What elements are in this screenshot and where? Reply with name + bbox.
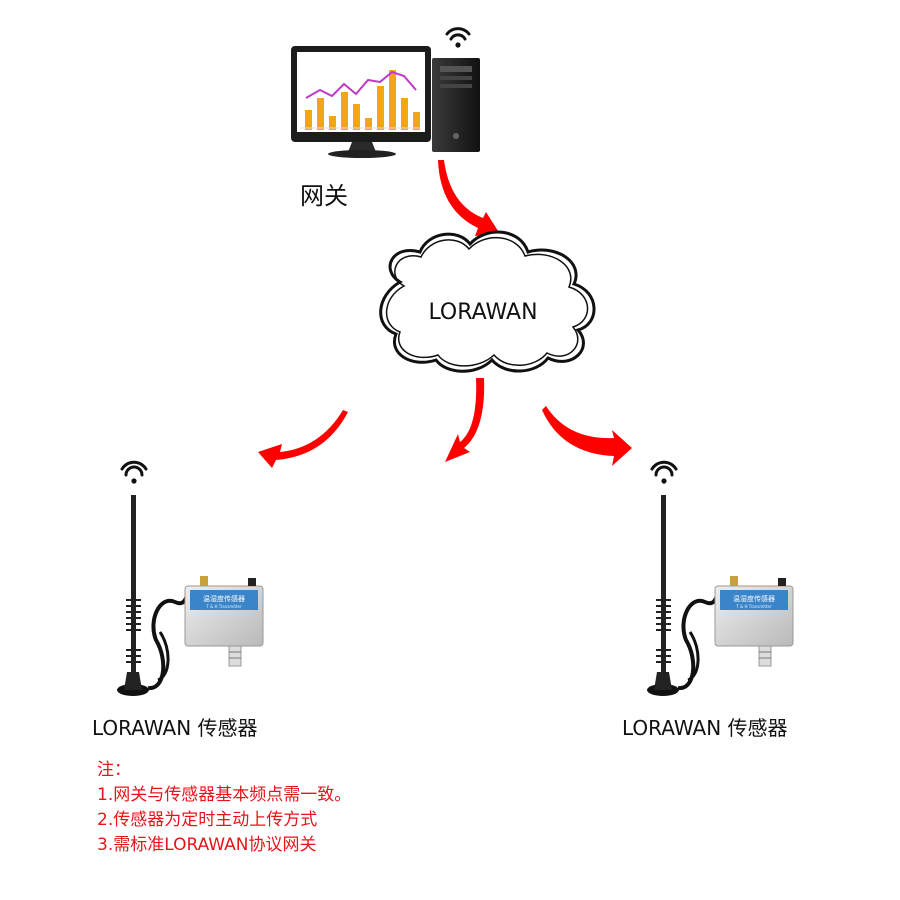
sensor-left-label: LORAWAN 传感器 bbox=[92, 716, 258, 740]
screen-chart bbox=[300, 70, 420, 130]
sensor-right-wifi-icon bbox=[650, 460, 678, 484]
sensor-left-wifi-icon bbox=[120, 460, 148, 484]
sensor-left-device-text: 温湿度传感器 bbox=[203, 594, 245, 603]
sensor-right-device: 温湿度传感器 T & H Transmitter bbox=[647, 460, 794, 696]
cloud-label: LORAWAN bbox=[428, 300, 538, 325]
note-line-1: 1.网关与传感器基本频点需一致。 bbox=[97, 785, 352, 805]
cloud-icon bbox=[379, 230, 596, 373]
cloud-label-wrap: LORAWAN bbox=[388, 300, 578, 330]
arrows bbox=[258, 160, 632, 468]
arrow-cloud-to-right-sensor bbox=[542, 406, 632, 466]
arrow-cloud-to-middle bbox=[445, 378, 485, 462]
arrow-gateway-to-cloud bbox=[438, 160, 500, 236]
gateway-label: 网关 bbox=[300, 182, 348, 210]
gateway-computer bbox=[291, 27, 480, 158]
notes-title: 注： bbox=[97, 760, 131, 780]
sensor-left-device-subtext: T & H Transmitter bbox=[205, 604, 242, 609]
sensor-left-device: 温湿度传感器 T & H Transmitter bbox=[117, 460, 264, 696]
notes-block: 注： 1.网关与传感器基本频点需一致。 2.传感器为定时主动上传方式 3.需标准… bbox=[97, 758, 351, 858]
gateway-wifi-icon bbox=[445, 27, 471, 48]
note-line-3: 3.需标准LORAWAN协议网关 bbox=[97, 835, 317, 855]
sensor-right-label: LORAWAN 传感器 bbox=[622, 716, 788, 740]
sensor-right-device-subtext: T & H Transmitter bbox=[735, 604, 772, 609]
sensor-right-device-text: 温湿度传感器 bbox=[733, 594, 775, 603]
arrow-cloud-to-left-sensor bbox=[258, 410, 348, 468]
note-line-2: 2.传感器为定时主动上传方式 bbox=[97, 810, 318, 830]
